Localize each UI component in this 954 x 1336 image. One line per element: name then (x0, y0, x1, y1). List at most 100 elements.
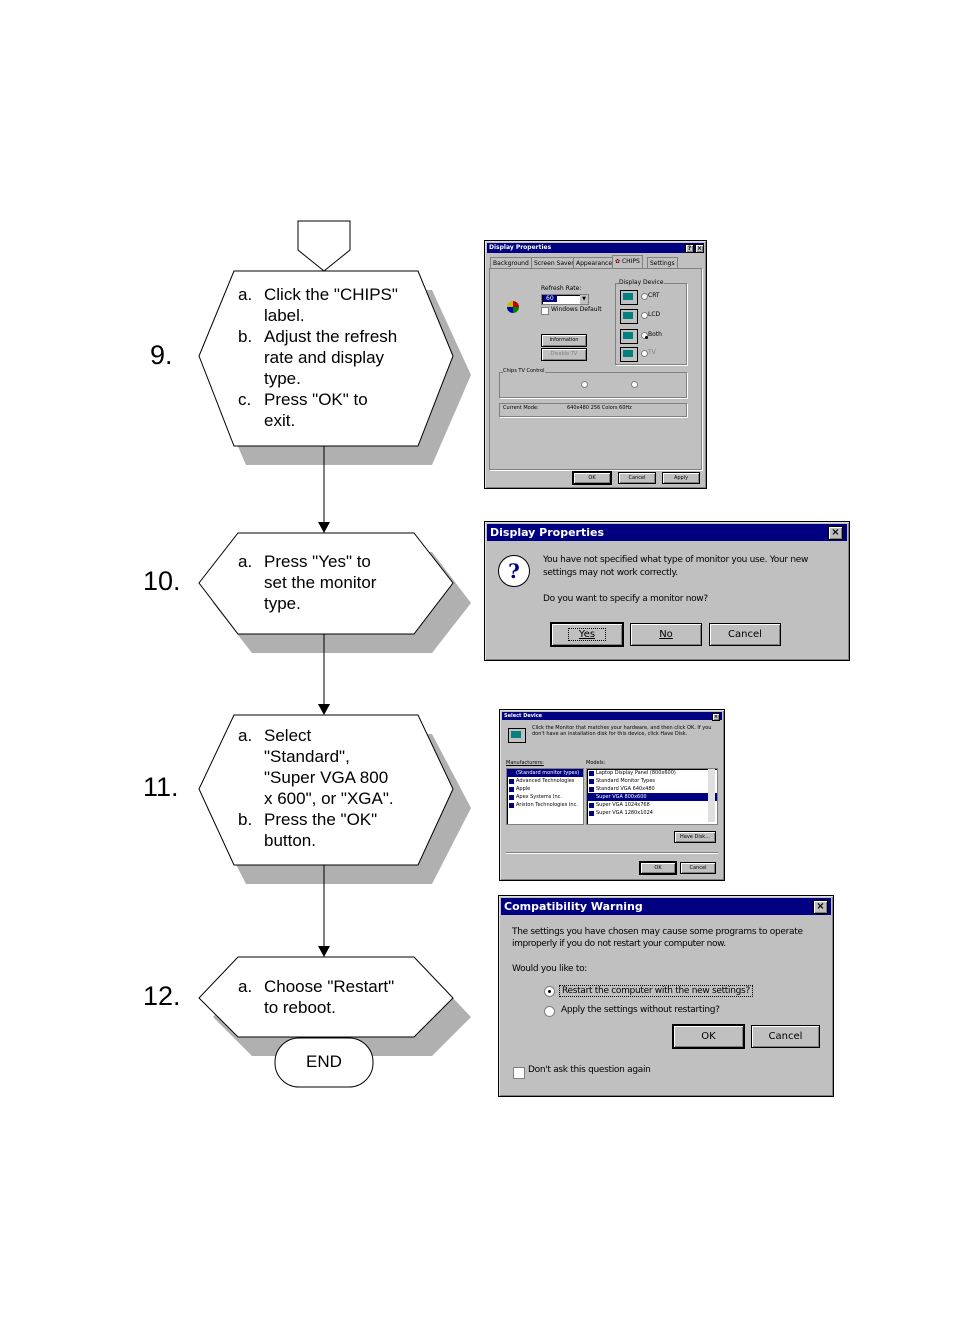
item-line: x 600", or "XGA". (264, 789, 394, 808)
title-text: Select Device (504, 713, 543, 719)
item-marker: a. (238, 726, 253, 745)
apply-radio[interactable] (544, 1006, 555, 1017)
list-item[interactable]: Apple (507, 785, 583, 793)
list-item[interactable]: Apex Systems Inc. (507, 793, 583, 801)
tv-icon (620, 347, 638, 362)
tv-radio[interactable] (641, 350, 648, 357)
ok-button[interactable]: OK (639, 861, 677, 875)
windows-default-checkbox[interactable] (541, 307, 549, 315)
tab-settings[interactable]: Settings (647, 257, 678, 269)
item-marker: b. (238, 810, 253, 829)
item-line: Press "Yes" to (264, 552, 371, 571)
models-list[interactable]: Laptop Display Panel (800x600) Standard … (586, 768, 718, 825)
lcd-panel-icon (620, 309, 638, 324)
title-bar: Display Properties (487, 243, 704, 253)
title-text: Display Properties (490, 526, 605, 539)
list-item[interactable]: Standard VGA 640x480 (587, 785, 717, 793)
close-icon[interactable]: × (695, 244, 704, 253)
close-icon[interactable]: × (813, 900, 828, 914)
current-mode-value: 640x480 256 Colors 60Hz (567, 405, 632, 411)
tv-format-radio[interactable] (631, 381, 638, 388)
refresh-rate-value: 60 (543, 295, 557, 302)
arrowhead (318, 522, 330, 533)
chips-logo-icon (507, 301, 519, 313)
item-marker: c. (238, 390, 252, 409)
yes-label: Yes (567, 628, 607, 641)
tv-label: TV (648, 349, 656, 356)
list-item[interactable]: Ariston Technologies Inc. (507, 801, 583, 809)
close-icon[interactable]: × (828, 526, 843, 540)
warning-message-line: improperly if you do not restart your co… (512, 939, 726, 949)
instruction-item: a.Choose "Restart"to reboot. (238, 976, 438, 1018)
ok-button[interactable]: OK (572, 471, 612, 485)
list-item[interactable]: Advanced Technologies (507, 777, 583, 785)
tab-chips-label: CHIPS (621, 258, 640, 265)
end-label: END (306, 1052, 342, 1071)
have-disk-button[interactable]: Have Disk... (674, 831, 716, 843)
apply-option-label[interactable]: Apply the settings without restarting? (561, 1005, 720, 1015)
item-line: "Super VGA 800 (264, 768, 389, 787)
manufacturers-list[interactable]: (Standard monitor types) Advanced Techno… (506, 768, 584, 825)
chevron-down-icon[interactable]: ▼ (580, 295, 588, 304)
ok-button[interactable]: OK (672, 1024, 745, 1049)
chips-icon: ✿ (615, 258, 621, 265)
cancel-button[interactable]: Cancel (709, 623, 781, 646)
crt-radio[interactable] (641, 293, 648, 300)
lcd-radio[interactable] (641, 312, 648, 319)
information-button[interactable]: Information (541, 334, 587, 347)
item-marker: b. (238, 327, 253, 346)
compatibility-warning-dialog: Compatibility Warning × The settings you… (498, 895, 834, 1097)
item-marker: a. (238, 285, 253, 304)
tab-chips[interactable]: ✿ CHIPS (612, 255, 643, 269)
question-icon: ? (498, 555, 530, 587)
restart-radio[interactable] (544, 986, 555, 997)
refresh-rate-select[interactable]: 60 ▼ (541, 294, 589, 305)
restart-option-label[interactable]: Restart the computer with the new settin… (559, 985, 753, 997)
title-bar: Display Properties (487, 524, 847, 541)
disable-tv-button[interactable]: Disable TV (541, 348, 587, 361)
dont-ask-checkbox[interactable] (513, 1067, 525, 1079)
close-icon[interactable]: × (712, 713, 720, 721)
item-line: Select (264, 726, 312, 745)
display-properties-chips-dialog: Display Properties ? × Background Screen… (484, 240, 707, 489)
item-line: button. (264, 831, 316, 850)
list-item[interactable]: Super VGA 1024x768 (587, 801, 717, 809)
list-item[interactable]: (Standard monitor types) (507, 769, 583, 777)
help-button[interactable]: ? (685, 244, 694, 253)
tv-format-radio[interactable] (581, 381, 588, 388)
warning-question: Do you want to specify a monitor now? (543, 594, 708, 604)
cancel-button[interactable]: Cancel (680, 862, 716, 874)
cancel-button[interactable]: Cancel (751, 1025, 820, 1048)
title-bar: Select Device (502, 712, 722, 720)
step-number: 11. (143, 772, 179, 802)
step-number: 9. (150, 340, 173, 370)
lcd-label: LCD (648, 311, 661, 318)
list-item[interactable]: Laptop Display Panel (800x600) (587, 769, 717, 777)
models-label: Models: (586, 760, 606, 766)
yes-button[interactable]: Yes (550, 622, 624, 647)
item-line: Press the "OK" (264, 810, 378, 829)
item-line: exit. (264, 411, 296, 430)
both-label: Both (648, 331, 662, 338)
list-item[interactable]: Super VGA 1280x1024 (587, 809, 717, 817)
hexagon-step-11 (198, 714, 454, 866)
select-device-dialog: Select Device × Click the Monitor that m… (499, 709, 725, 881)
step-12-instructions: a.Choose "Restart"to reboot. (238, 976, 438, 1018)
refresh-rate-label: Refresh Rate: (541, 285, 582, 292)
list-item-selected[interactable]: Super VGA 800x600 (587, 793, 717, 801)
scrollbar[interactable] (708, 769, 715, 822)
no-button[interactable]: No (630, 623, 702, 646)
current-mode-label: Current Mode: (503, 405, 539, 411)
list-item[interactable]: Standard Monitor Types (587, 777, 717, 785)
both-radio[interactable] (641, 332, 648, 339)
cancel-button[interactable]: Cancel (618, 472, 656, 484)
apply-button[interactable]: Apply (662, 472, 700, 484)
manufacturers-label: Manufacturers: (506, 760, 544, 766)
monitor-icon (508, 728, 526, 743)
